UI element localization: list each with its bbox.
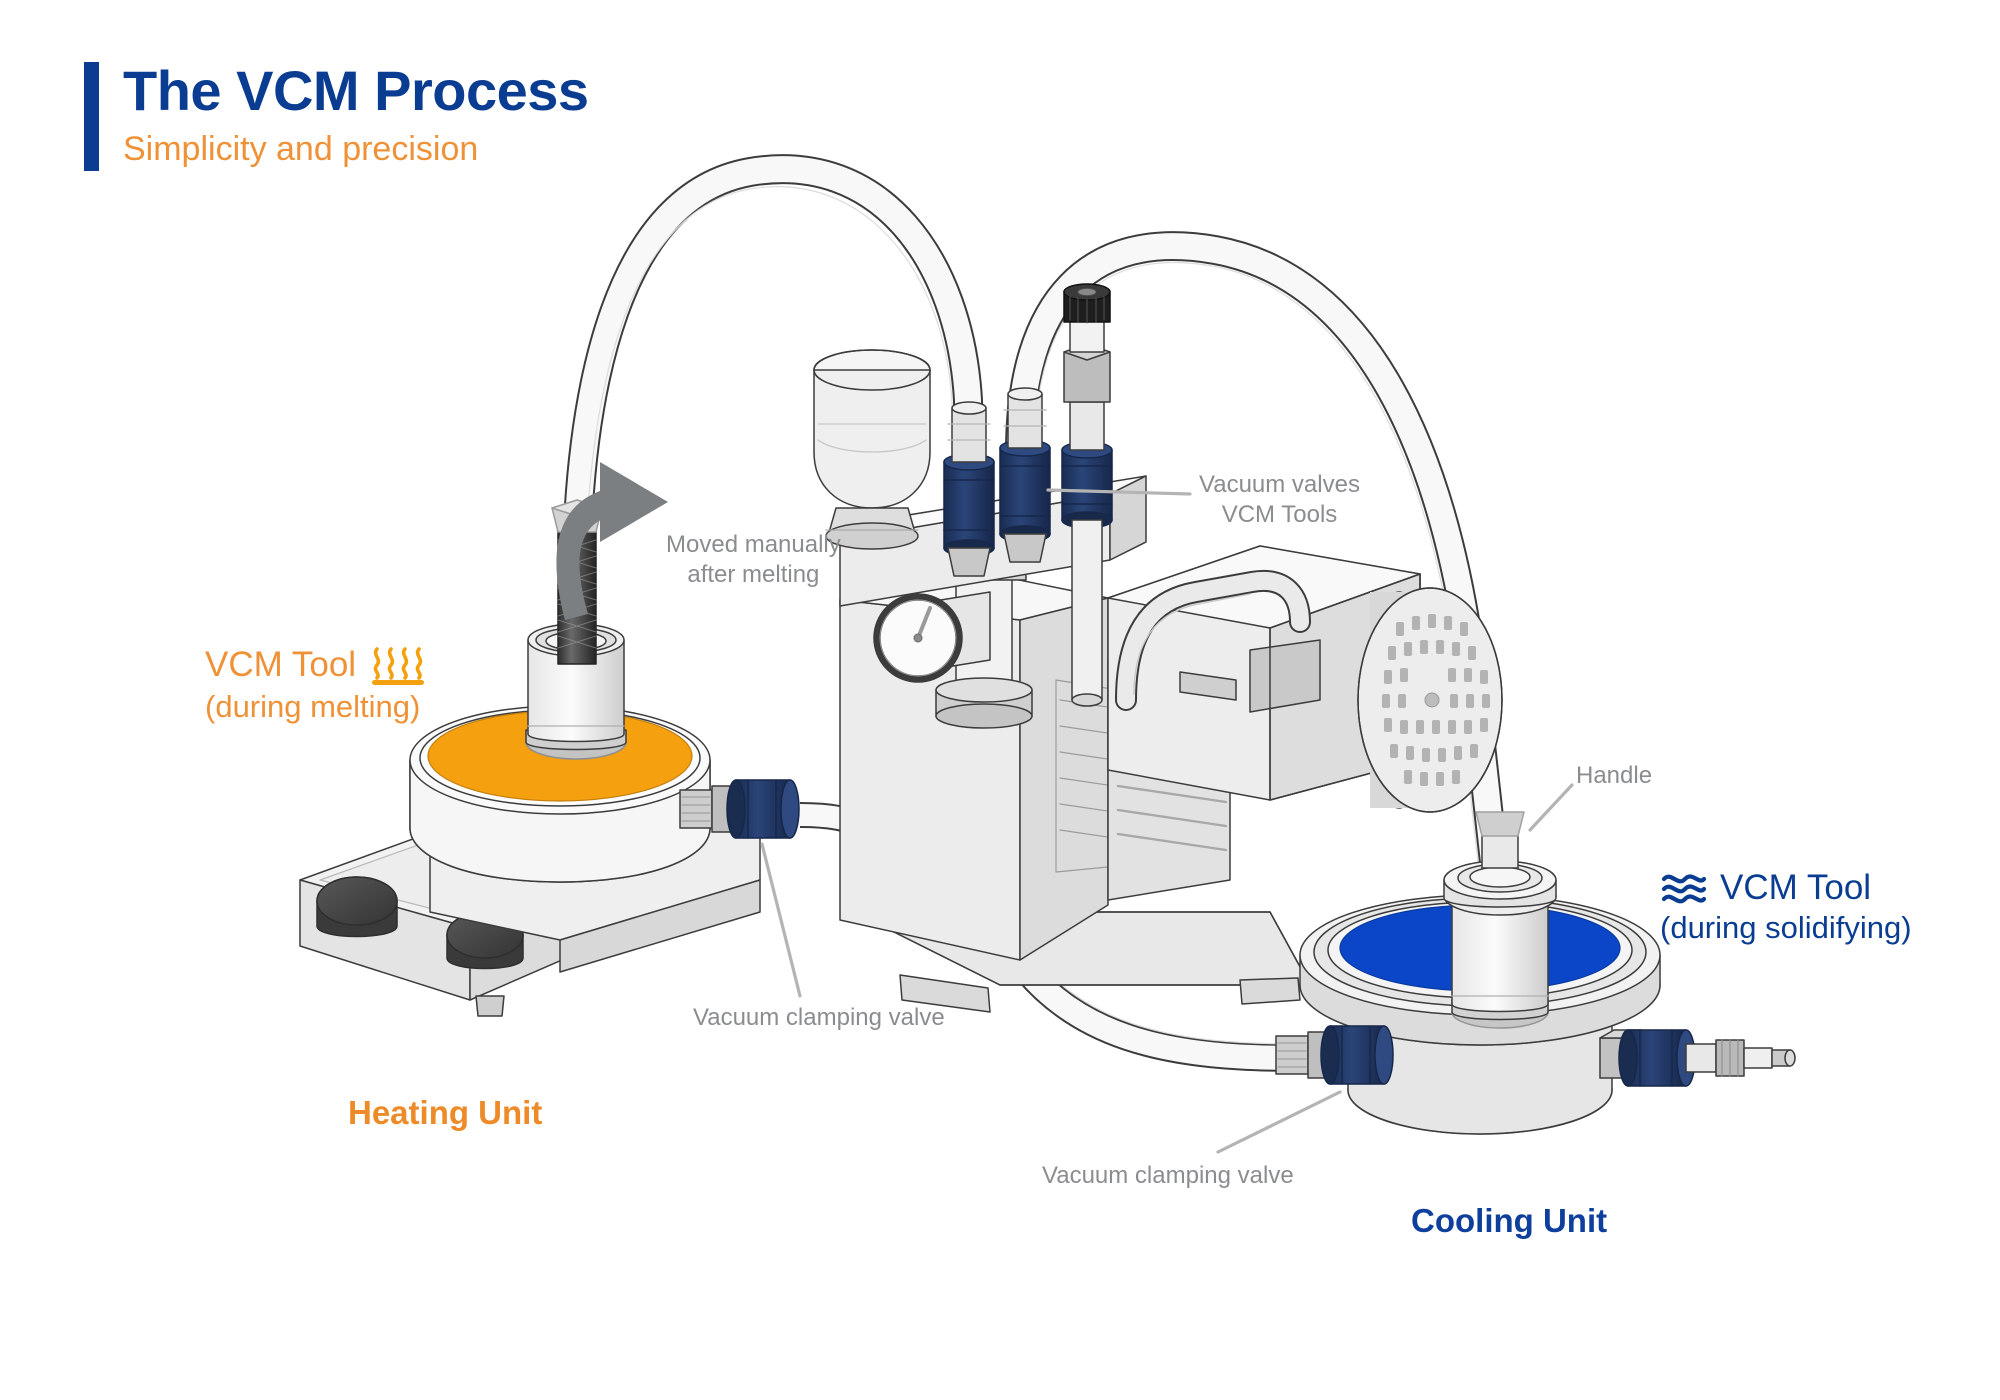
callout-vacuum-valves-line2: VCM Tools [1221,501,1338,528]
leader-clamping-left [760,842,802,998]
page-header: The VCM Process Simplicity and precision [84,59,589,171]
vcm-tool-hot-state: (during melting) [205,689,421,724]
vacuum-hose-left [561,154,983,601]
moved-manually-arrow [556,462,668,620]
callout-vacuum-valves: Vacuum valves VCM Tools [1199,470,1360,530]
cold-waves-icon [1660,869,1708,907]
page-title: The VCM Process [123,59,589,122]
callout-vacuum-clamping-valve-left: Vacuum clamping valve [693,1004,945,1031]
valve-knob[interactable] [1063,283,1111,324]
callout-handle: Handle [1576,762,1653,789]
heating-unit [299,705,761,1017]
page-subtitle: Simplicity and precision [123,129,479,168]
vacuum-valve-3[interactable] [1061,283,1113,707]
heating-knob-left[interactable] [316,876,398,938]
vcm-tool-hot-text: VCM Tool [205,645,357,684]
callout-moved-manually-line2: after melting [687,561,820,588]
heat-waves-icon [368,645,426,685]
callout-moved-manually-line1: Moved manually [666,531,841,558]
callout-moved-manually: Moved manually after melting [666,530,841,590]
label-heating-unit: Heating Unit [348,1094,543,1131]
callout-vacuum-clamping-valve-right: Vacuum clamping valve [1042,1162,1294,1189]
callout-leaders [760,488,1574,1154]
vacuum-valve-1[interactable] [943,401,995,577]
clamping-valve-right[interactable] [1275,1025,1394,1085]
label-vcm-tool-solidifying: VCM Tool (during solidifying) [1660,868,1912,946]
clamping-valve-cooling-right[interactable] [1599,1029,1796,1087]
riser-clamp [935,677,1033,729]
vcm-tool-cold-state: (during solidifying) [1660,910,1912,945]
callout-vacuum-valves-line1: Vacuum valves [1199,471,1360,498]
clamping-valve-left[interactable] [679,779,800,839]
vacuum-valve-2[interactable] [999,387,1051,563]
label-cooling-unit: Cooling Unit [1411,1202,1608,1239]
pressure-gauge [873,591,991,683]
oil-mist-filter [813,349,931,550]
leader-vacuum-valves [1046,488,1192,496]
leader-clamping-right [1216,1090,1342,1154]
vcm-tool-cold [1443,811,1557,1029]
vcm-tool-cold-text: VCM Tool [1720,868,1872,907]
header-accent-bar [84,62,99,171]
label-vcm-tool-melting: VCM Tool (during melting) [205,645,426,725]
pump-handle[interactable] [1115,569,1311,711]
vacuum-hose-right [1005,231,1511,882]
leader-handle [1528,783,1574,832]
